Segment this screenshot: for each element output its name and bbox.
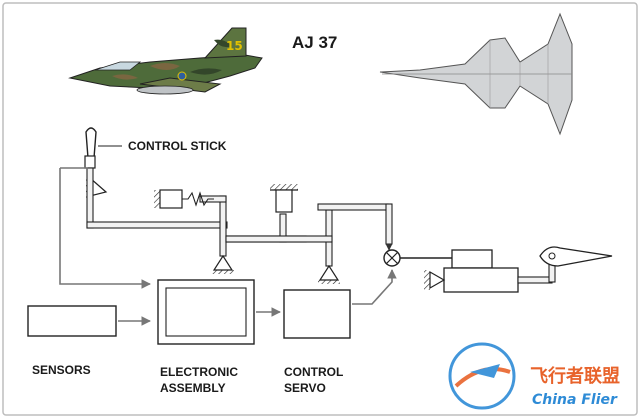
aircraft-planform-icon (379, 12, 573, 136)
watermark-english: China Flier (532, 392, 618, 408)
spring-feel-unit (154, 189, 214, 209)
electronic-assembly-label-line2: ASSEMBLY (160, 381, 226, 395)
sensors-box (27, 305, 117, 337)
diagram-title: AJ 37 (292, 33, 337, 52)
control-surface-icon (539, 246, 613, 283)
control-stick-icon (84, 127, 122, 169)
servo-output-line (352, 269, 397, 305)
sensors-label: SENSORS (32, 363, 91, 377)
control-servo-label-line1: CONTROL (284, 365, 343, 379)
control-servo-label-line2: SERVO (284, 381, 326, 395)
watermark-logo-icon (448, 342, 516, 410)
electronic-assembly-label-line1: ELECTRONIC (160, 365, 238, 379)
main-actuator (424, 249, 553, 293)
summing-junction (383, 249, 401, 267)
trim-actuator (270, 184, 298, 213)
linkage-pivot-2 (318, 264, 340, 284)
stick-signal-line (59, 168, 151, 289)
watermark-chinese: 飞行者联盟 (530, 365, 620, 387)
control-servo-box (283, 289, 351, 339)
linkage-pivot-1 (212, 254, 234, 274)
tail-number: 15 (226, 39, 243, 53)
control-stick-label: CONTROL STICK (128, 139, 227, 153)
aircraft-side-view-icon: 15 (68, 27, 263, 95)
